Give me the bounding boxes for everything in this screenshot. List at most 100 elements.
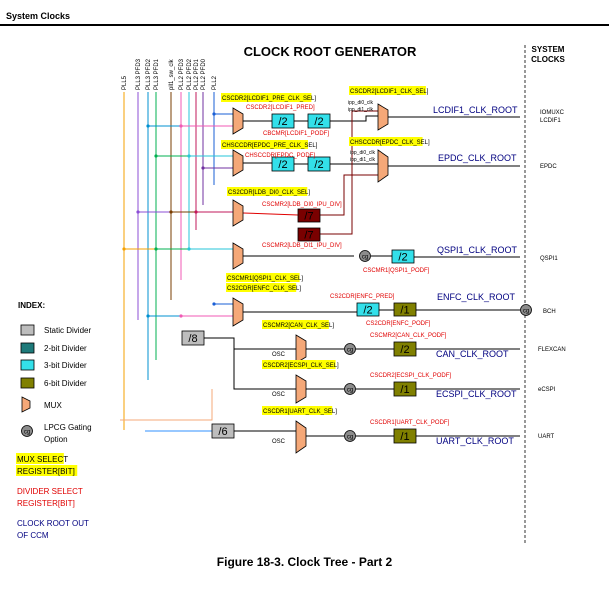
mux-1 — [232, 107, 244, 135]
legend-note-mux: MUX SELECT — [17, 455, 68, 464]
mux-10 — [295, 420, 307, 454]
static-divider-8 — [181, 330, 205, 346]
legend-swatch — [20, 342, 35, 354]
wire-junction — [201, 166, 205, 170]
clock-root-lower: UART_CLK_ROOT — [436, 436, 514, 446]
clock-root-enfc: ENFC_CLK_ROOT — [437, 292, 516, 302]
ldb0-divider-value: /7 — [304, 211, 313, 223]
lower-gate-label: cg — [347, 347, 353, 353]
qspi-podf-label: CSCMR1[QSPI1_PODF] — [363, 268, 430, 274]
qspi-gate — [359, 250, 371, 262]
static8-wire — [204, 337, 296, 350]
ldb0-divider — [297, 208, 321, 223]
static-divider-6 — [211, 423, 235, 439]
legend-gate-label: cg — [24, 429, 30, 435]
legend-item: 2-bit Divider — [44, 344, 87, 353]
lower-gate-label: cg — [347, 434, 353, 440]
ldb-wire — [320, 174, 378, 216]
epdc-sel-label-highlight — [349, 137, 423, 146]
system-clocks-heading: CLOCKS — [531, 55, 565, 64]
ipp-label: ipp_di1_clk — [348, 107, 374, 113]
osc-label: OSC — [272, 439, 286, 445]
section-title: System Clocks — [6, 11, 71, 21]
ldb1-div-label: CSCMR2[LDB_DI1_IPU_DIV] — [262, 243, 342, 249]
wire-junction — [122, 247, 126, 251]
lcdif-podf-divider-value: /2 — [314, 116, 323, 128]
wire-junction — [194, 210, 198, 214]
ldb-sel-label-highlight — [227, 187, 308, 196]
source-label: PLL2 PFD0 — [201, 58, 207, 90]
static-divider-6-value: /6 — [218, 426, 227, 438]
static-divider-8-value: /8 — [188, 333, 197, 345]
lcdif-pred-divider — [271, 113, 295, 129]
clock-root-lower: CAN_CLK_ROOT — [436, 349, 509, 359]
clock-root-epdc: EPDC_CLK_ROOT — [438, 153, 517, 163]
source-label: pll1_sw_clk — [169, 58, 175, 90]
enfc-podf-divider-value: /1 — [400, 305, 409, 317]
source-label: PLL3 PFD3 — [136, 58, 142, 90]
lower-sel-label-highlight — [262, 360, 336, 369]
lower-divider — [393, 428, 417, 444]
static8-wire — [204, 337, 296, 390]
epdc-podf-label: CHSCCDR[EPDC_PODF] — [245, 153, 315, 159]
system-clock-iomuxc: IOMUXC — [540, 110, 565, 116]
ldb-wire — [242, 212, 299, 216]
mux-8 — [295, 334, 307, 364]
wire-junction — [187, 247, 191, 251]
ldb0-div-label: CSCMR2[LDB_DI0_IPU_DIV] — [262, 202, 342, 208]
legend-swatch — [20, 377, 35, 389]
clock-root-lcdif1: LCDIF1_CLK_ROOT — [433, 105, 518, 115]
osc-label: OSC — [272, 352, 286, 358]
ipp-label: ipp_di0_clk — [348, 100, 374, 106]
legend-note-mux-highlight — [16, 465, 78, 476]
mux-6 — [232, 242, 244, 270]
osc-label: OSC — [272, 392, 286, 398]
lcdif-pred-label: CSCDR2[LCDIF1_PRED] — [246, 105, 315, 111]
system-clock-lower: eCSPI — [538, 387, 556, 393]
enfc-pred-divider — [356, 302, 380, 317]
enfc-podf-label: CS2CDR[ENFC_PODF] — [366, 321, 431, 327]
source-label: PLL5 — [122, 75, 128, 90]
lower-podf-label: CSCDR1[UART_CLK_PODF] — [370, 420, 450, 426]
system-clocks-heading: SYSTEM — [532, 45, 565, 54]
wires-layer — [120, 45, 526, 545]
epdc-pre-sel-label-highlight — [221, 140, 308, 149]
legend-swatch — [20, 359, 35, 371]
wire-junction — [187, 154, 191, 158]
source-label: PLL3 PFD1 — [154, 58, 160, 90]
qspi-divider-value: /2 — [398, 252, 407, 264]
lower-divider-value: /1 — [400, 384, 409, 396]
index-title: INDEX: — [18, 301, 45, 310]
lower-sel-label: CSCDR2[ECSPI_CLK_SEL] — [263, 363, 339, 369]
clock-root-lower: ECSPI_CLK_ROOT — [436, 389, 517, 399]
legend-note-divider: REGISTER[BIT] — [17, 499, 75, 508]
epdc-podf-divider — [307, 156, 331, 172]
wire-junction — [179, 124, 183, 128]
system-clock-lower: FLEXCAN — [538, 347, 566, 353]
lower-divider-value: /1 — [400, 431, 409, 443]
mux-3 — [232, 149, 244, 177]
ldb1-divider — [297, 227, 321, 242]
qspi-sel-label-highlight — [226, 273, 300, 282]
figure-caption: Figure 18-3. Clock Tree - Part 2 — [216, 555, 393, 569]
mux-9 — [295, 374, 307, 404]
enfc-pred-divider-value: /2 — [363, 305, 372, 317]
page-header: System Clocks — [0, 0, 609, 26]
wire-junction — [136, 210, 140, 214]
source-label: PLL2 PFD2 — [187, 58, 193, 90]
source-label: PLL2 PFD3 — [179, 58, 185, 90]
lower-gate — [344, 343, 356, 355]
lower-divider — [393, 341, 417, 357]
lower-gate — [344, 430, 356, 442]
enfc-pred-label: CS2CDR[ENFC_PRED] — [330, 294, 395, 300]
enfc-sel-label: CS2CDR[ENFC_CLK_SEL] — [227, 286, 301, 292]
lower-sel-label: CSCMR2[CAN_CLK_SEL] — [263, 323, 334, 329]
legend-note-root: OF CCM — [17, 531, 49, 540]
mux-7 — [232, 297, 244, 327]
qspi-divider — [391, 249, 415, 264]
bch-gate — [520, 304, 532, 316]
ipp-label: ipp_di0_clk — [350, 150, 376, 156]
lcdif-podf-label: CBCMR[LCDIF1_PODF] — [263, 131, 329, 137]
